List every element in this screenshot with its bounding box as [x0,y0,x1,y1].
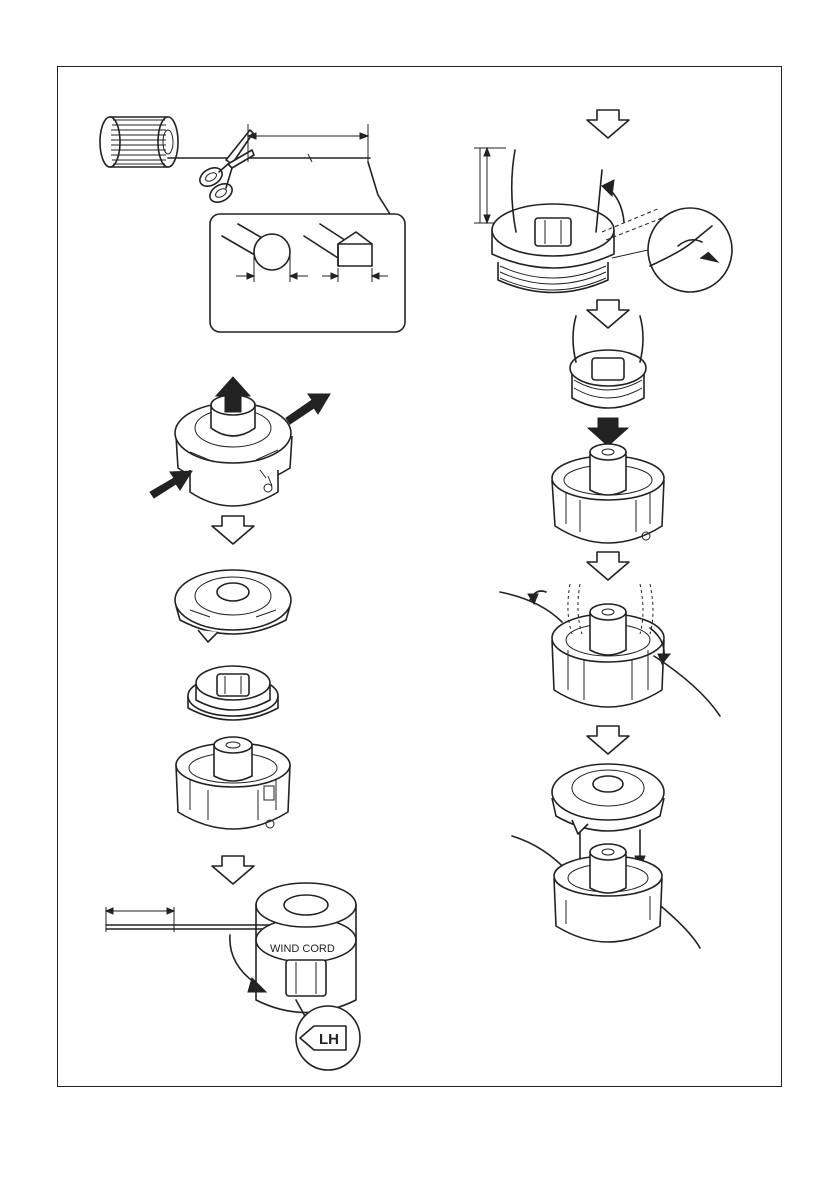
length-dimension [248,124,368,162]
eyelet-icon [500,584,720,716]
flow-arrow-icon [587,110,629,138]
wind-direction-icon: WIND CORD [106,883,356,1013]
spool-parts-icon [188,666,278,720]
flow-arrow-icon [587,552,629,580]
head-housing-icon [176,737,290,829]
head-cover-icon [175,570,291,642]
scissors-icon [197,130,254,206]
line-profile-callout [210,162,405,332]
wind-cord-label: WIND CORD [270,943,335,955]
flow-arrow-icon [587,726,629,754]
flow-arrow-icon [212,856,254,884]
press-tabs-icon [150,377,330,506]
spool-insert-icon [552,316,664,543]
flow-arrow-icon [587,300,629,328]
lh-label: LH [319,1031,339,1048]
notch-icon [474,148,732,293]
cover-snap-icon [512,764,700,948]
flow-arrow-icon [212,516,254,544]
